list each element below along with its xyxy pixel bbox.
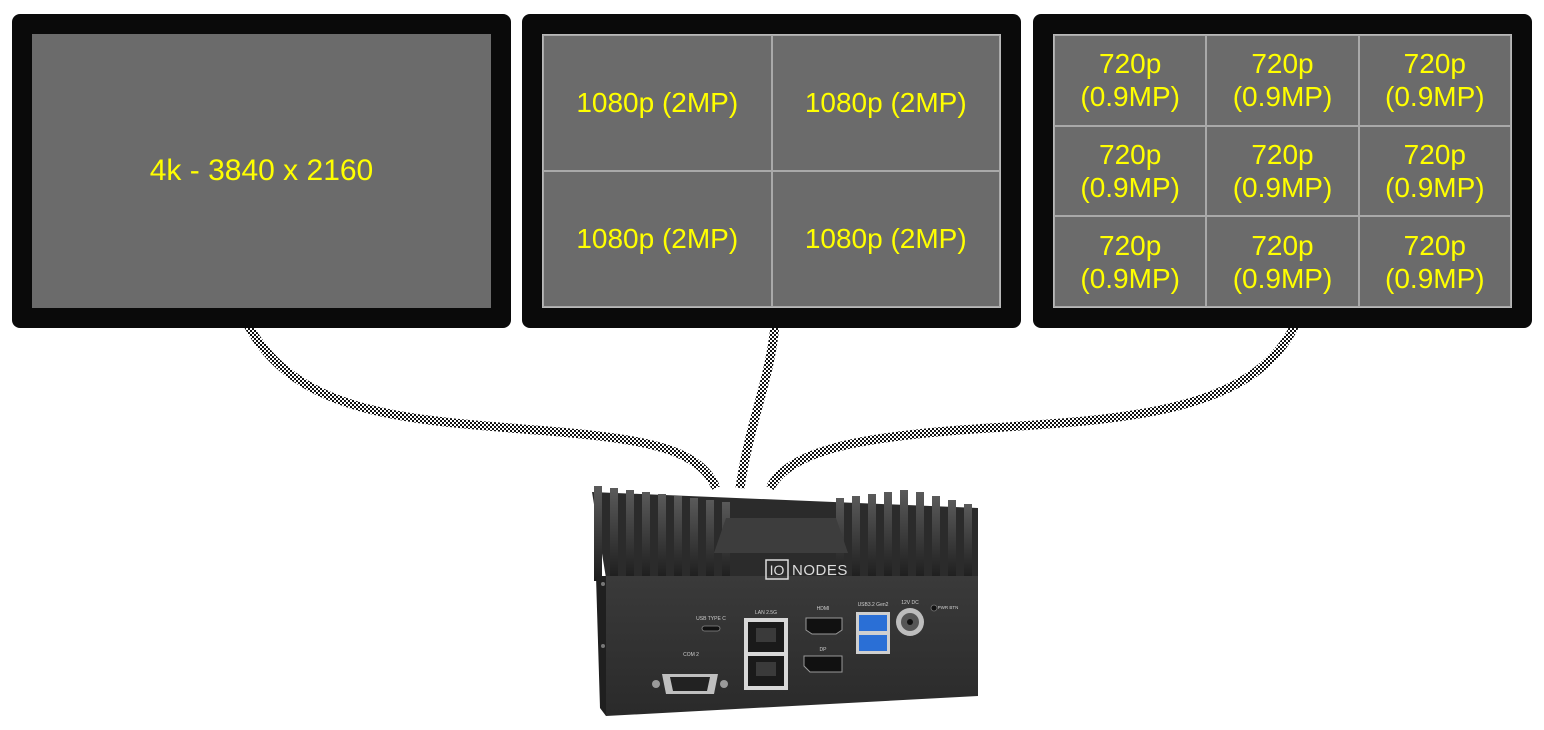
usb3-ports <box>856 612 890 654</box>
dc-power-port <box>896 608 924 636</box>
cell-1080p: 1080p (2MP) <box>771 171 1000 307</box>
cell-1080p: 1080p (2MP) <box>543 35 772 171</box>
label-dc: 12V DC <box>901 600 919 606</box>
monitor-4k-screen: 4k - 3840 x 2160 <box>32 34 491 308</box>
monitor-1080p-grid: 1080p (2MP) 1080p (2MP) 1080p (2MP) 1080… <box>542 34 1001 308</box>
label-usb3: USB3.2 Gen2 <box>858 602 889 608</box>
resolution-label-4k: 4k - 3840 x 2160 <box>149 154 374 187</box>
ionodes-device: IO NODES USB TYPE C LAN 2.5G HDMI USB3.2… <box>592 486 978 716</box>
label-pwr: PWR BTN <box>938 605 959 610</box>
monitor-720p-nine: 720p(0.9MP) 720p(0.9MP) 720p(0.9MP) 720p… <box>1033 14 1532 328</box>
logo-text: NODES <box>792 562 848 579</box>
label-com: COM 2 <box>683 652 699 658</box>
lan-ports <box>744 618 788 690</box>
com-serial-port <box>652 674 728 694</box>
cable-left <box>244 322 721 490</box>
cell-720p: 720p(0.9MP) <box>1206 35 1359 126</box>
ionodes-logo: IO NODES <box>765 559 848 580</box>
label-lan: LAN 2.5G <box>755 610 777 616</box>
monitor-4k: 4k - 3840 x 2160 <box>12 14 511 328</box>
cell-720p: 720p(0.9MP) <box>1054 35 1207 126</box>
hdmi-port <box>805 617 843 635</box>
usb-c-port <box>701 625 721 632</box>
cell-1080p: 1080p (2MP) <box>543 171 772 307</box>
monitor-1080p-quad: 1080p (2MP) 1080p (2MP) 1080p (2MP) 1080… <box>522 14 1021 328</box>
cell-720p: 720p(0.9MP) <box>1054 216 1207 307</box>
heatsink-fins <box>594 486 972 581</box>
label-usb-c: USB TYPE C <box>696 616 726 622</box>
label-dp: DP <box>820 647 828 653</box>
cell-720p: 720p(0.9MP) <box>1206 216 1359 307</box>
cell-720p: 720p(0.9MP) <box>1054 125 1207 217</box>
cell-720p: 720p(0.9MP) <box>1358 125 1511 217</box>
label-hdmi: HDMI <box>817 606 830 612</box>
power-button <box>930 604 938 612</box>
displayport-port <box>803 655 843 673</box>
cable-right <box>766 323 1300 491</box>
cell-720p: 720p(0.9MP) <box>1358 216 1511 307</box>
monitor-720p-grid: 720p(0.9MP) 720p(0.9MP) 720p(0.9MP) 720p… <box>1053 34 1512 308</box>
cell-720p: 720p(0.9MP) <box>1358 35 1511 126</box>
cable-middle <box>735 324 780 489</box>
cell-720p: 720p(0.9MP) <box>1206 125 1359 217</box>
cell-1080p: 1080p (2MP) <box>771 35 1000 171</box>
logo-box-text: IO <box>770 562 785 578</box>
